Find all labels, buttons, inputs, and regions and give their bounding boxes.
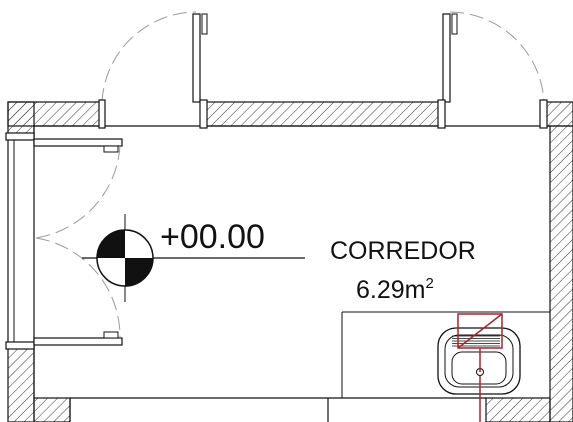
elevation-marker-icon (96, 229, 154, 287)
level-label: +00.00 (160, 218, 265, 256)
top-door-left (98, 11, 208, 129)
plumbing-box (457, 313, 503, 422)
room-area: 6.29m2 (356, 275, 434, 304)
room-outline (33, 125, 550, 422)
bottom-wall-left (33, 397, 71, 422)
top-door-right (437, 11, 548, 129)
top-wall-right (543, 101, 573, 127)
room-area-superscript: 2 (425, 275, 433, 292)
level-marker (82, 214, 305, 302)
room-name: CORREDOR (330, 237, 476, 265)
counter (341, 311, 550, 398)
washbasin-icon (437, 327, 521, 395)
walls (7, 101, 573, 422)
bottom-wall-right (485, 397, 551, 422)
left-wall-lower (7, 345, 35, 422)
right-wall (549, 125, 573, 422)
room-area-value: 6.29m (356, 276, 425, 304)
left-door (5, 132, 123, 350)
left-wall-upper (7, 101, 35, 137)
top-wall-middle (204, 101, 442, 127)
